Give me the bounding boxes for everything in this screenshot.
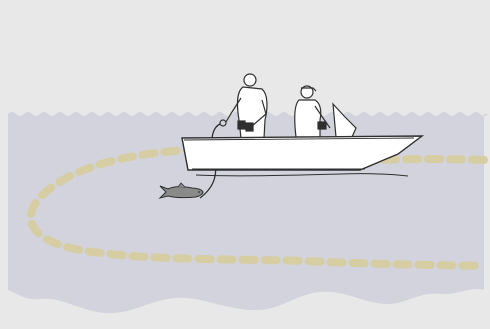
fisherman-seated-icon [295,86,330,137]
